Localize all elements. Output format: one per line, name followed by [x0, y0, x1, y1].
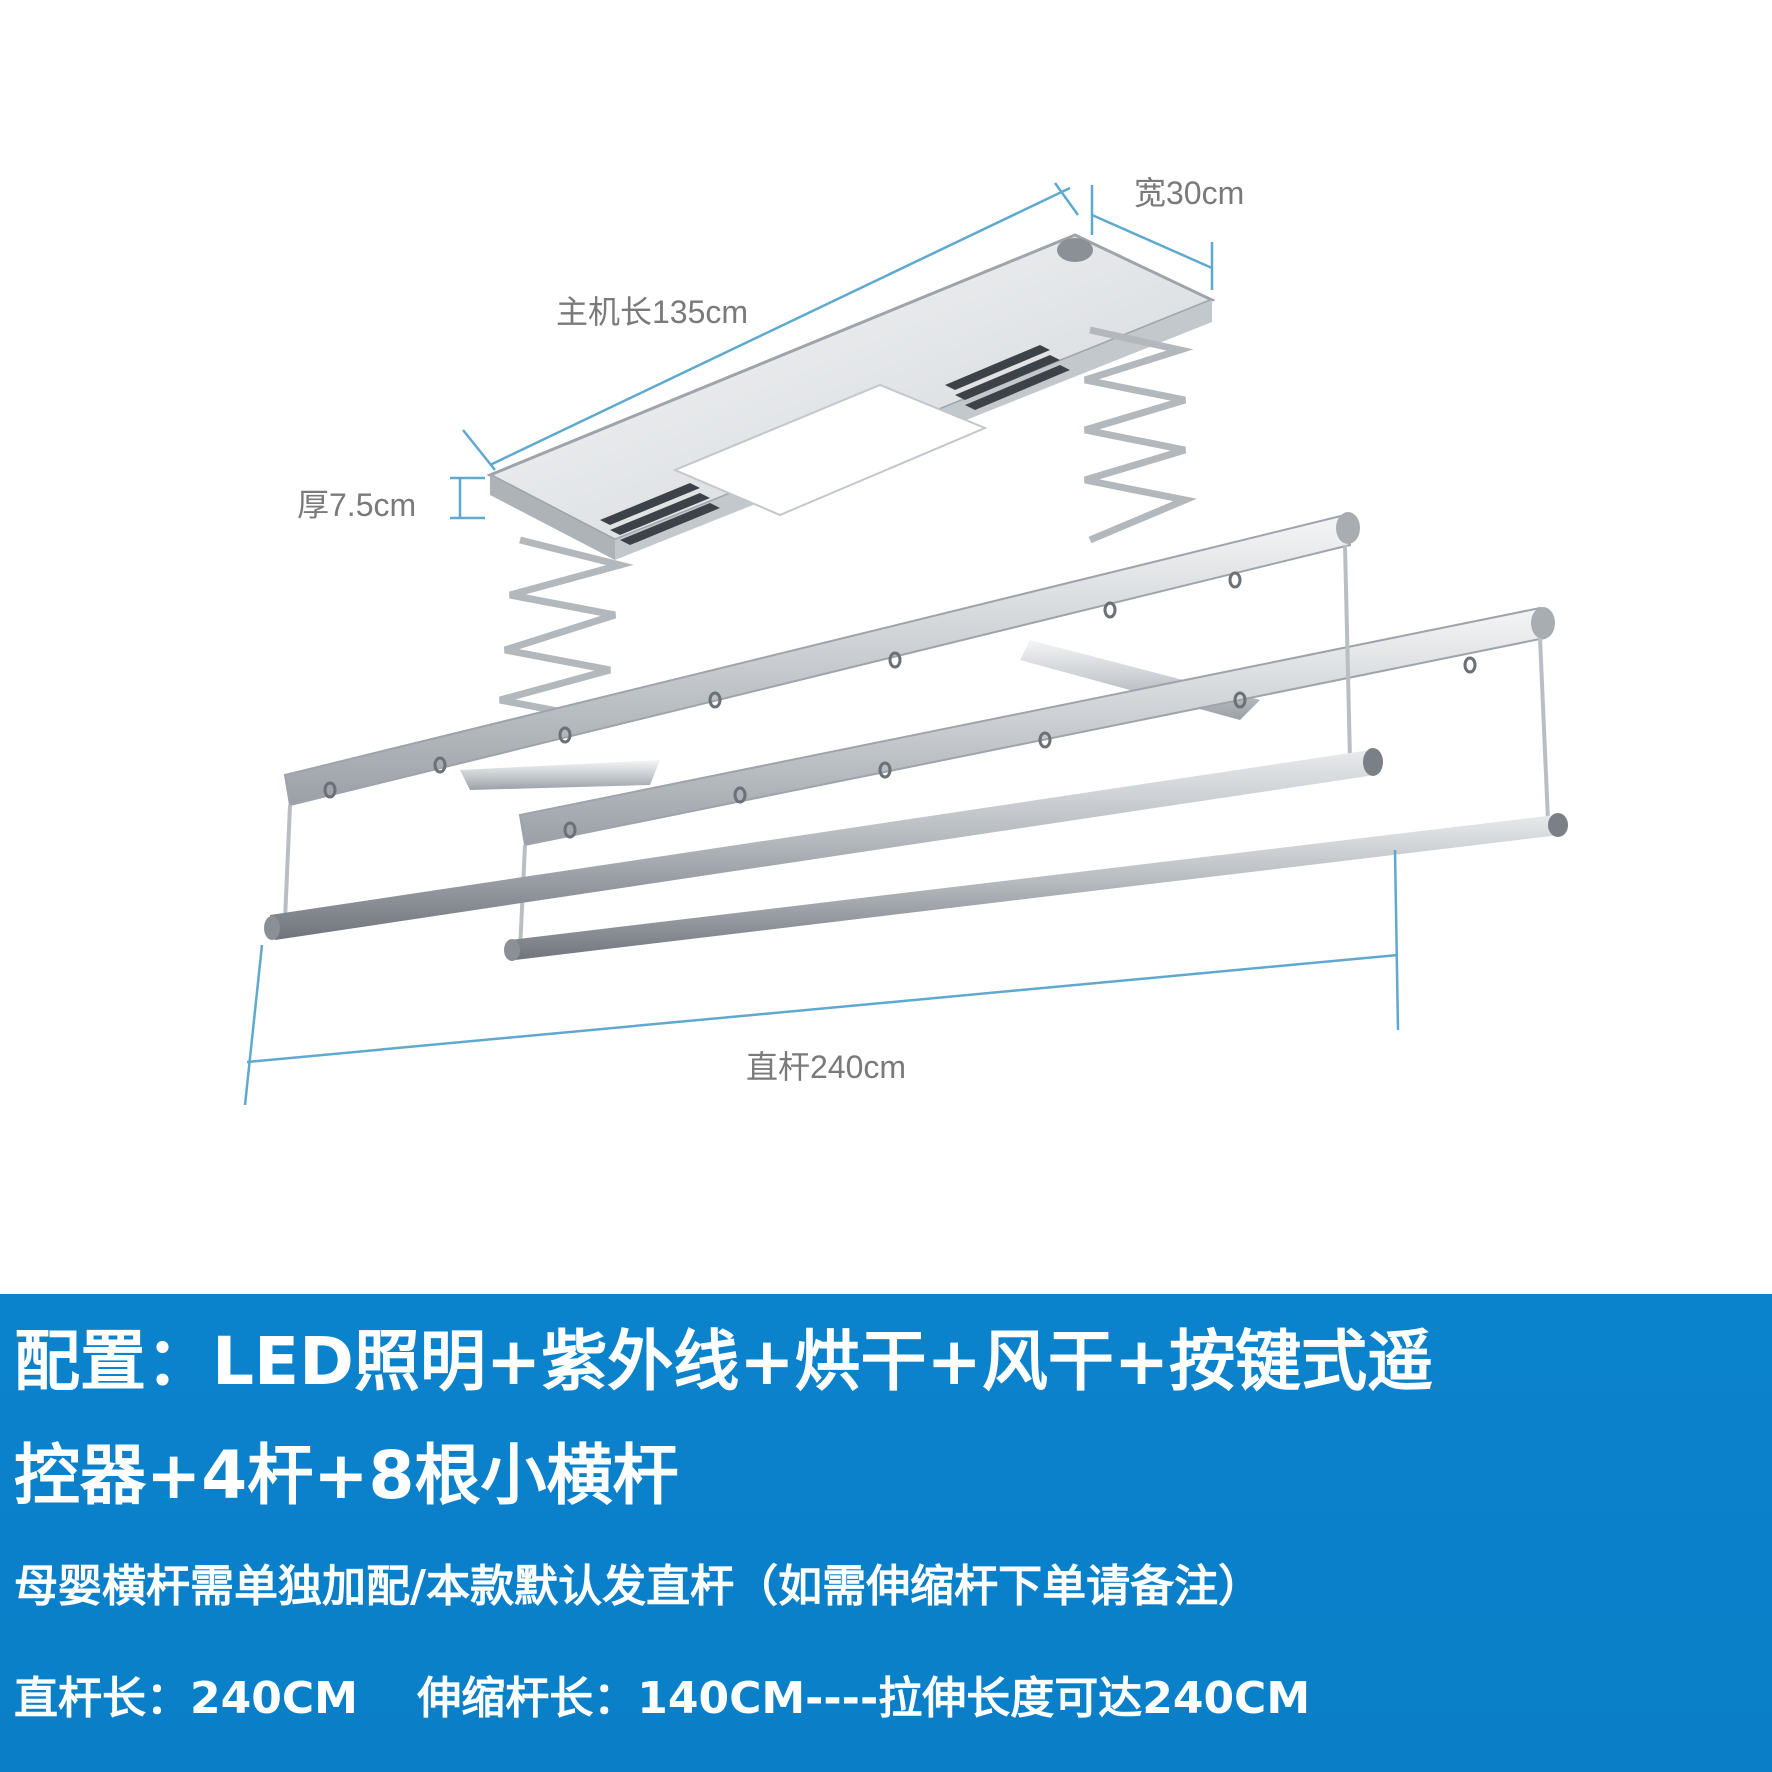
led-light-panel: [672, 383, 988, 517]
config-line-1: 配置：LED照明+紫外线+烘干+风干+按键式遥: [14, 1323, 1434, 1400]
drying-bar-back: [283, 512, 1360, 807]
thickness-dimension-label: 厚7.5cm: [297, 487, 417, 523]
config-line-3: 母婴横杆需单独加配/本款默认发直杆（如需伸缩杆下单请备注）: [14, 1561, 1263, 1612]
rod-length-dimension-label: 直杆240cm: [746, 1049, 907, 1085]
scissor-arm-right: [1083, 326, 1197, 544]
drying-bar-front: [518, 606, 1555, 847]
width-dimension-label: 宽30cm: [1134, 175, 1245, 211]
config-line-4: 直杆长：240CM 伸缩杆长：140CM----拉伸长度可达240CM: [14, 1673, 1311, 1724]
main-unit: [486, 233, 1216, 560]
config-line-2: 控器+4杆+8根小横杆: [14, 1437, 679, 1514]
configuration-banner: 配置：LED照明+紫外线+烘干+风干+按键式遥 控器+4杆+8根小横杆 母婴横杆…: [0, 1294, 1772, 1772]
straight-rod-back: [264, 748, 1383, 940]
hanger-holes: [323, 571, 1477, 839]
vent-grille: [600, 345, 1070, 545]
length-dimension-label: 主机长135cm: [556, 294, 749, 330]
drying-rack-illustration: [243, 182, 1568, 1106]
dimension-lines: [243, 182, 1400, 1106]
straight-rod-front: [504, 813, 1568, 961]
